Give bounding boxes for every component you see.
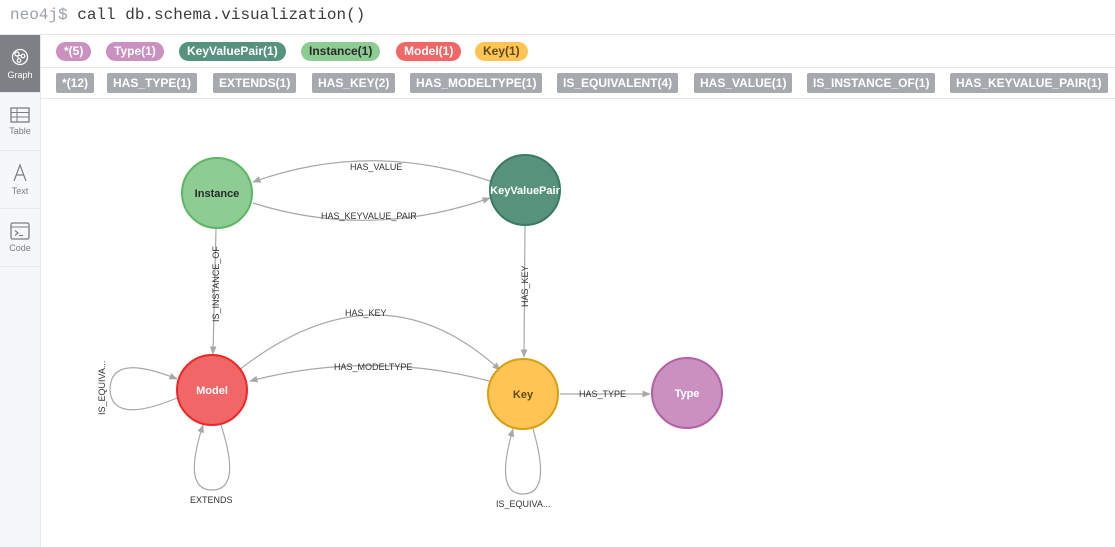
node-label-model: Model bbox=[196, 385, 228, 397]
node-label-chip-instance[interactable]: Instance(1) bbox=[301, 42, 381, 61]
edge-extends-loop[interactable] bbox=[193, 424, 231, 491]
node-label-chip-keyvaluepair[interactable]: KeyValuePair(1) bbox=[179, 42, 286, 61]
node-key[interactable] bbox=[487, 358, 559, 430]
edge-key-is-equivalent-loop[interactable] bbox=[504, 428, 542, 495]
sidebar-item-label: Text bbox=[11, 186, 29, 196]
edge-has-modeltype[interactable] bbox=[249, 364, 490, 383]
graph-svg[interactable]: HAS_VALUE HAS_KEYVALUE_PAIR IS_INSTANCE_… bbox=[41, 99, 1115, 547]
edge-has-value[interactable] bbox=[252, 160, 491, 183]
node-labels-bar: *(5) Type(1) KeyValuePair(1) Instance(1)… bbox=[41, 36, 1115, 68]
node-label-chip-all[interactable]: *(5) bbox=[56, 42, 92, 61]
node-instance[interactable] bbox=[181, 157, 253, 229]
sidebar-item-graph[interactable]: Graph bbox=[0, 35, 40, 93]
sidebar-item-label: Code bbox=[9, 243, 31, 253]
edge-label-has-modeltype: HAS_MODELTYPE bbox=[334, 362, 412, 372]
node-label-key: Key bbox=[513, 389, 534, 401]
node-label-chip-type[interactable]: Type(1) bbox=[106, 42, 164, 61]
sidebar-item-label: Table bbox=[9, 126, 31, 136]
rel-type-tag-has-keyvalue-pair[interactable]: HAS_KEYVALUE_PAIR(1) bbox=[950, 73, 1108, 93]
rel-type-tag-all[interactable]: *(12) bbox=[56, 73, 95, 93]
edge-label-has-keyvalue-pair: HAS_KEYVALUE_PAIR bbox=[321, 211, 417, 221]
sidebar-item-code[interactable]: Code bbox=[0, 209, 40, 267]
node-type[interactable] bbox=[651, 357, 723, 429]
node-model[interactable] bbox=[176, 354, 248, 426]
rel-type-tag-has-value[interactable]: HAS_VALUE(1) bbox=[694, 73, 793, 93]
edge-label-has-key-kvp: HAS_KEY bbox=[520, 265, 530, 307]
edge-has-keyvalue-pair[interactable] bbox=[252, 197, 491, 221]
edge-label-key-is-equivalent: IS_EQUIVA... bbox=[496, 499, 550, 509]
rel-type-tag-is-equivalent[interactable]: IS_EQUIVALENT(4) bbox=[557, 73, 679, 93]
node-label-keyvaluepair: KeyValuePair bbox=[490, 185, 560, 197]
relationship-types-bar: *(12) HAS_TYPE(1) EXTENDS(1) HAS_KEY(2) … bbox=[41, 68, 1115, 99]
command-query: call db.schema.visualization() bbox=[77, 6, 366, 24]
graph-icon bbox=[11, 48, 29, 66]
text-icon bbox=[13, 163, 27, 182]
edge-label-model-is-equivalent: IS_EQUIVA... bbox=[97, 361, 107, 415]
code-icon bbox=[10, 222, 30, 240]
view-sidebar: Graph Table Text Code bbox=[0, 35, 41, 547]
node-label-chip-model[interactable]: Model(1) bbox=[396, 42, 462, 61]
sidebar-item-text[interactable]: Text bbox=[0, 151, 40, 209]
node-label-chip-key[interactable]: Key(1) bbox=[475, 42, 528, 61]
sidebar-item-label: Graph bbox=[7, 70, 33, 80]
node-label-instance: Instance bbox=[195, 188, 240, 200]
edge-label-extends: EXTENDS bbox=[190, 495, 233, 505]
edge-label-has-key-model: HAS_KEY bbox=[345, 308, 387, 318]
edge-has-key-model[interactable] bbox=[238, 314, 501, 371]
rel-type-tag-has-modeltype[interactable]: HAS_MODELTYPE(1) bbox=[410, 73, 543, 93]
node-keyvaluepair[interactable] bbox=[489, 154, 561, 226]
rel-type-tag-has-key[interactable]: HAS_KEY(2) bbox=[312, 73, 396, 93]
edge-label-is-instance-of: IS_INSTANCE_OF bbox=[211, 246, 221, 322]
edge-is-instance-of[interactable] bbox=[209, 227, 217, 355]
node-label-type: Type bbox=[675, 388, 700, 400]
command-bar: neo4j$ call db.schema.visualization() bbox=[0, 0, 1115, 35]
rel-type-tag-is-instance-of[interactable]: IS_INSTANCE_OF(1) bbox=[807, 73, 936, 93]
command-text[interactable]: neo4j$ call db.schema.visualization() bbox=[10, 6, 365, 24]
command-prompt: neo4j$ bbox=[10, 6, 68, 24]
sidebar-item-table[interactable]: Table bbox=[0, 93, 40, 151]
edge-has-key-kvp[interactable] bbox=[520, 225, 528, 358]
table-icon bbox=[10, 107, 30, 123]
edge-label-has-type: HAS_TYPE bbox=[579, 389, 626, 399]
rel-type-tag-has-type[interactable]: HAS_TYPE(1) bbox=[107, 73, 198, 93]
edge-model-is-equivalent-loop[interactable] bbox=[109, 367, 178, 411]
graph-canvas[interactable]: HAS_VALUE HAS_KEYVALUE_PAIR IS_INSTANCE_… bbox=[41, 99, 1115, 547]
edge-label-has-value: HAS_VALUE bbox=[350, 162, 402, 172]
rel-type-tag-extends[interactable]: EXTENDS(1) bbox=[213, 73, 297, 93]
